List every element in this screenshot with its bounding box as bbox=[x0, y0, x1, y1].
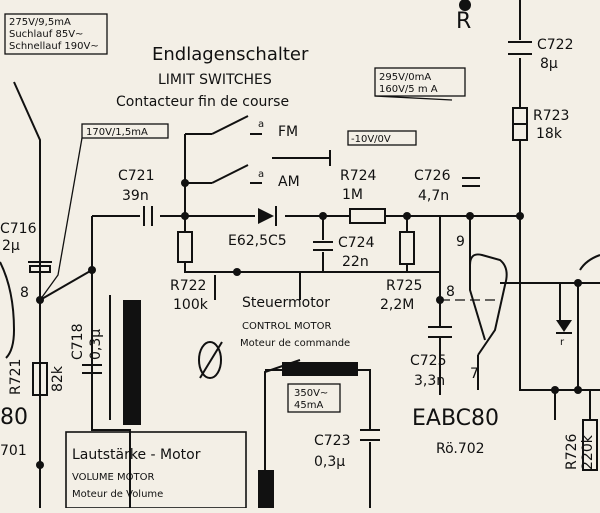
capacitor-c716 bbox=[28, 261, 52, 273]
label-e625: E62,5C5 bbox=[228, 233, 287, 249]
tube-ro: Rö.702 bbox=[436, 441, 485, 457]
title-en: LIMIT SWITCHES bbox=[158, 72, 272, 88]
label-c716: C716 bbox=[0, 221, 37, 237]
motor-coil-volume bbox=[123, 300, 141, 425]
tube-eabc80 bbox=[0, 253, 600, 359]
capacitor-c726 bbox=[462, 177, 480, 187]
label-pin8-tube: 8 bbox=[446, 284, 455, 300]
label-c724: C724 bbox=[338, 235, 375, 251]
steuer-de: Steuermotor bbox=[242, 295, 330, 311]
label-a2: a bbox=[258, 169, 264, 180]
box-275v bbox=[4, 13, 108, 55]
resistor-r722 bbox=[177, 231, 193, 263]
label-c725: C725 bbox=[410, 353, 447, 369]
label-c723: C723 bbox=[314, 433, 351, 449]
label-c718-val: 0,3µ bbox=[88, 329, 104, 360]
label-r724-val: 1M bbox=[342, 187, 363, 203]
steuer-fr: Moteur de commande bbox=[240, 338, 350, 349]
laut-fr: Moteur de Volume bbox=[72, 489, 163, 500]
box-350v bbox=[287, 383, 341, 413]
label-r722-val: 100k bbox=[173, 297, 209, 313]
label-r726-val: 220k bbox=[580, 434, 596, 470]
label-pin7: 7 bbox=[470, 366, 479, 382]
box-295-line2: 160V/5 m A bbox=[379, 84, 438, 95]
label-r721: R721 bbox=[8, 359, 24, 395]
label-c722-val: 8µ bbox=[540, 56, 558, 72]
capacitor-c721 bbox=[143, 206, 153, 226]
steuer-en: CONTROL MOTOR bbox=[242, 321, 331, 332]
resistor-r725 bbox=[399, 231, 415, 265]
box-170v bbox=[81, 123, 169, 139]
resistor-r726 bbox=[582, 419, 598, 471]
box-350-line2: 45mA bbox=[294, 400, 323, 411]
label-pin9: 9 bbox=[456, 234, 465, 250]
box-295-line1: 295V/0mA bbox=[379, 72, 431, 83]
title-fr: Contacteur fin de course bbox=[116, 94, 289, 110]
laut-de: Lautstärke - Motor bbox=[72, 447, 201, 463]
label-c724-val: 22n bbox=[342, 254, 369, 270]
label-r726: R726 bbox=[564, 433, 580, 470]
junction-dots bbox=[36, 0, 582, 469]
label-fm: FM bbox=[278, 124, 298, 140]
label-r725-val: 2,2M bbox=[380, 297, 414, 313]
box-295v bbox=[374, 67, 466, 97]
box-275-line1: 275V/9,5mA bbox=[9, 17, 71, 28]
box-10v bbox=[347, 130, 417, 146]
label-r721-val: 82k bbox=[50, 365, 66, 392]
label-c716-val: 2µ bbox=[2, 238, 20, 254]
label-r-top: R bbox=[456, 9, 471, 34]
label-r725: R725 bbox=[386, 278, 422, 294]
box-350-line1: 350V~ bbox=[294, 388, 328, 399]
tube-name: EABC80 bbox=[412, 406, 499, 431]
diode-e625c5 bbox=[258, 206, 277, 226]
label-r722: R722 bbox=[170, 278, 206, 294]
resistor-r724 bbox=[349, 208, 386, 224]
box-170: 170V/1,5mA bbox=[86, 127, 148, 138]
resistor-r721 bbox=[32, 362, 48, 396]
motor-coil-lower bbox=[258, 470, 274, 508]
capacitor-c722 bbox=[508, 41, 532, 55]
label-c725-val: 3,3n bbox=[414, 373, 445, 389]
label-c726-val: 4,7n bbox=[418, 188, 449, 204]
label-c721: C721 bbox=[118, 168, 155, 184]
label-r724: R724 bbox=[340, 168, 377, 184]
box-275-line3: Schnellauf 190V~ bbox=[9, 41, 99, 52]
laut-en: VOLUME MOTOR bbox=[72, 472, 155, 483]
label-c721-val: 39n bbox=[122, 188, 149, 204]
capacitor-c725 bbox=[428, 326, 452, 338]
motor-symbol bbox=[198, 341, 223, 379]
label-c723-val: 0,3µ bbox=[314, 454, 345, 470]
motor-coil-control bbox=[282, 362, 358, 376]
wiring bbox=[13, 0, 600, 508]
capacitor-c723 bbox=[360, 429, 380, 441]
label-r723: R723 bbox=[533, 108, 569, 124]
label-r723-val: 18k bbox=[536, 126, 563, 142]
label-701: 701 bbox=[0, 443, 27, 459]
box-10: -10V/0V bbox=[351, 134, 391, 145]
label-am: AM bbox=[278, 174, 300, 190]
label-pin8-left: 8 bbox=[20, 285, 29, 301]
label-r-right: r bbox=[560, 337, 565, 348]
box-275-line2: Suchlauf 85V~ bbox=[9, 29, 83, 40]
label-a1: a bbox=[258, 119, 264, 130]
capacitor-c718 bbox=[82, 364, 102, 374]
label-c718: C718 bbox=[70, 324, 86, 361]
label-c722: C722 bbox=[537, 37, 574, 53]
diode-right bbox=[556, 320, 572, 334]
label-c726: C726 bbox=[414, 168, 451, 184]
title-de: Endlagenschalter bbox=[152, 44, 309, 65]
capacitor-c724 bbox=[313, 241, 333, 251]
label-80-left: 80 bbox=[0, 405, 28, 430]
